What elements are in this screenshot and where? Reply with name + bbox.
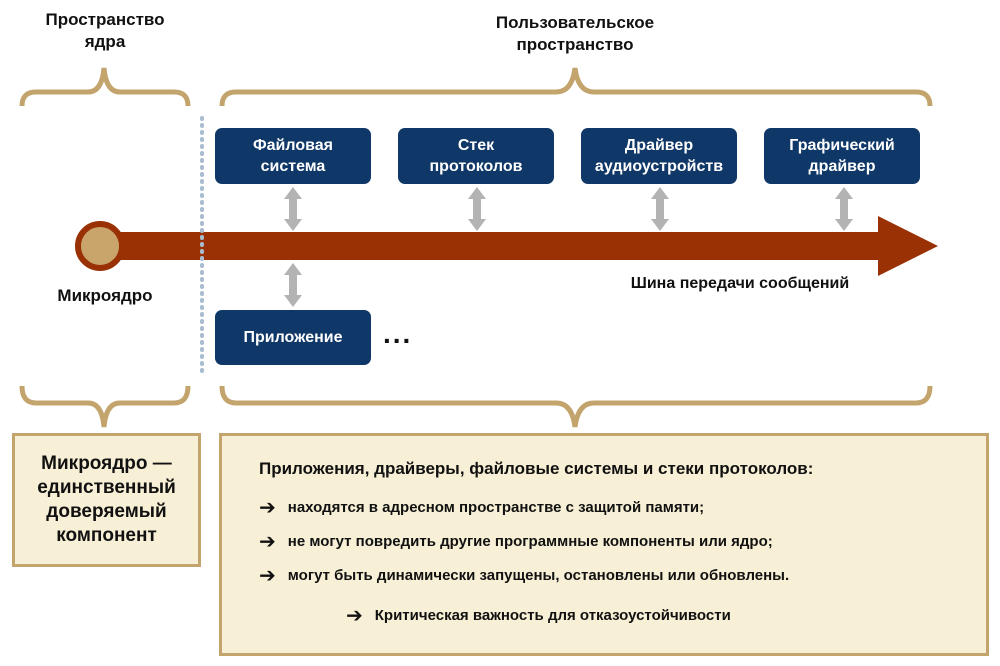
info-bullet-text: не могут повредить другие программные ко…: [287, 533, 773, 550]
arrow-right-icon: ➔: [346, 605, 363, 627]
kernel-space-bottom-brace: [19, 385, 191, 428]
connector-file-system: [284, 187, 302, 231]
graphics-driver-component: Графический драйвер: [764, 128, 920, 184]
info-bullet: ➔ не могут повредить другие программные …: [259, 532, 773, 552]
kernel-space-label: Пространство ядра: [45, 10, 165, 51]
audio-driver-component: Драйвер аудиоустройств: [581, 128, 737, 184]
more-components-ellipsis: ...: [383, 318, 413, 349]
microkernel-label: Микроядро: [57, 286, 153, 305]
user-space-bottom-brace: [219, 385, 933, 428]
kernel-info-box: Микроядро — единственный доверяемый комп…: [12, 433, 201, 567]
connector-audio-driver: [651, 187, 669, 231]
application-component: Приложение: [215, 310, 371, 365]
user-space-top-brace: [219, 67, 933, 107]
info-bullet: ➔ находятся в адресном пространстве с за…: [259, 498, 704, 518]
message-bus-arrow: [100, 216, 938, 276]
arrow-right-icon: ➔: [259, 497, 276, 519]
file-system-component: Файловая система: [215, 128, 371, 184]
protocol-stack-component: Стек протоколов: [398, 128, 554, 184]
microkernel-core: [75, 221, 125, 271]
user-space-info-box: Приложения, драйверы, файловые системы и…: [219, 433, 989, 656]
info-conclusion: ➔ Критическая важность для отказоустойчи…: [346, 606, 731, 626]
user-space-label: Пользовательское пространство: [495, 13, 655, 54]
info-bullet-text: могут быть динамически запущены, останов…: [287, 567, 790, 584]
connector-application: [284, 263, 302, 307]
info-conclusion-text: Критическая важность для отказоустойчиво…: [374, 607, 731, 624]
kernel-space-top-brace: [19, 67, 191, 107]
info-box-title: Приложения, драйверы, файловые системы и…: [259, 459, 814, 478]
arrow-right-icon: ➔: [259, 565, 276, 587]
connector-protocol-stack: [468, 187, 486, 231]
info-bullet: ➔ могут быть динамически запущены, остан…: [259, 566, 789, 586]
info-bullet-text: находятся в адресном пространстве с защи…: [287, 499, 705, 516]
arrow-right-icon: ➔: [259, 531, 276, 553]
connector-graphics-driver: [835, 187, 853, 231]
message-bus-label: Шина передачи сообщений: [630, 275, 850, 292]
kernel-info-text: Микроядро — единственный доверяемый комп…: [37, 453, 176, 546]
